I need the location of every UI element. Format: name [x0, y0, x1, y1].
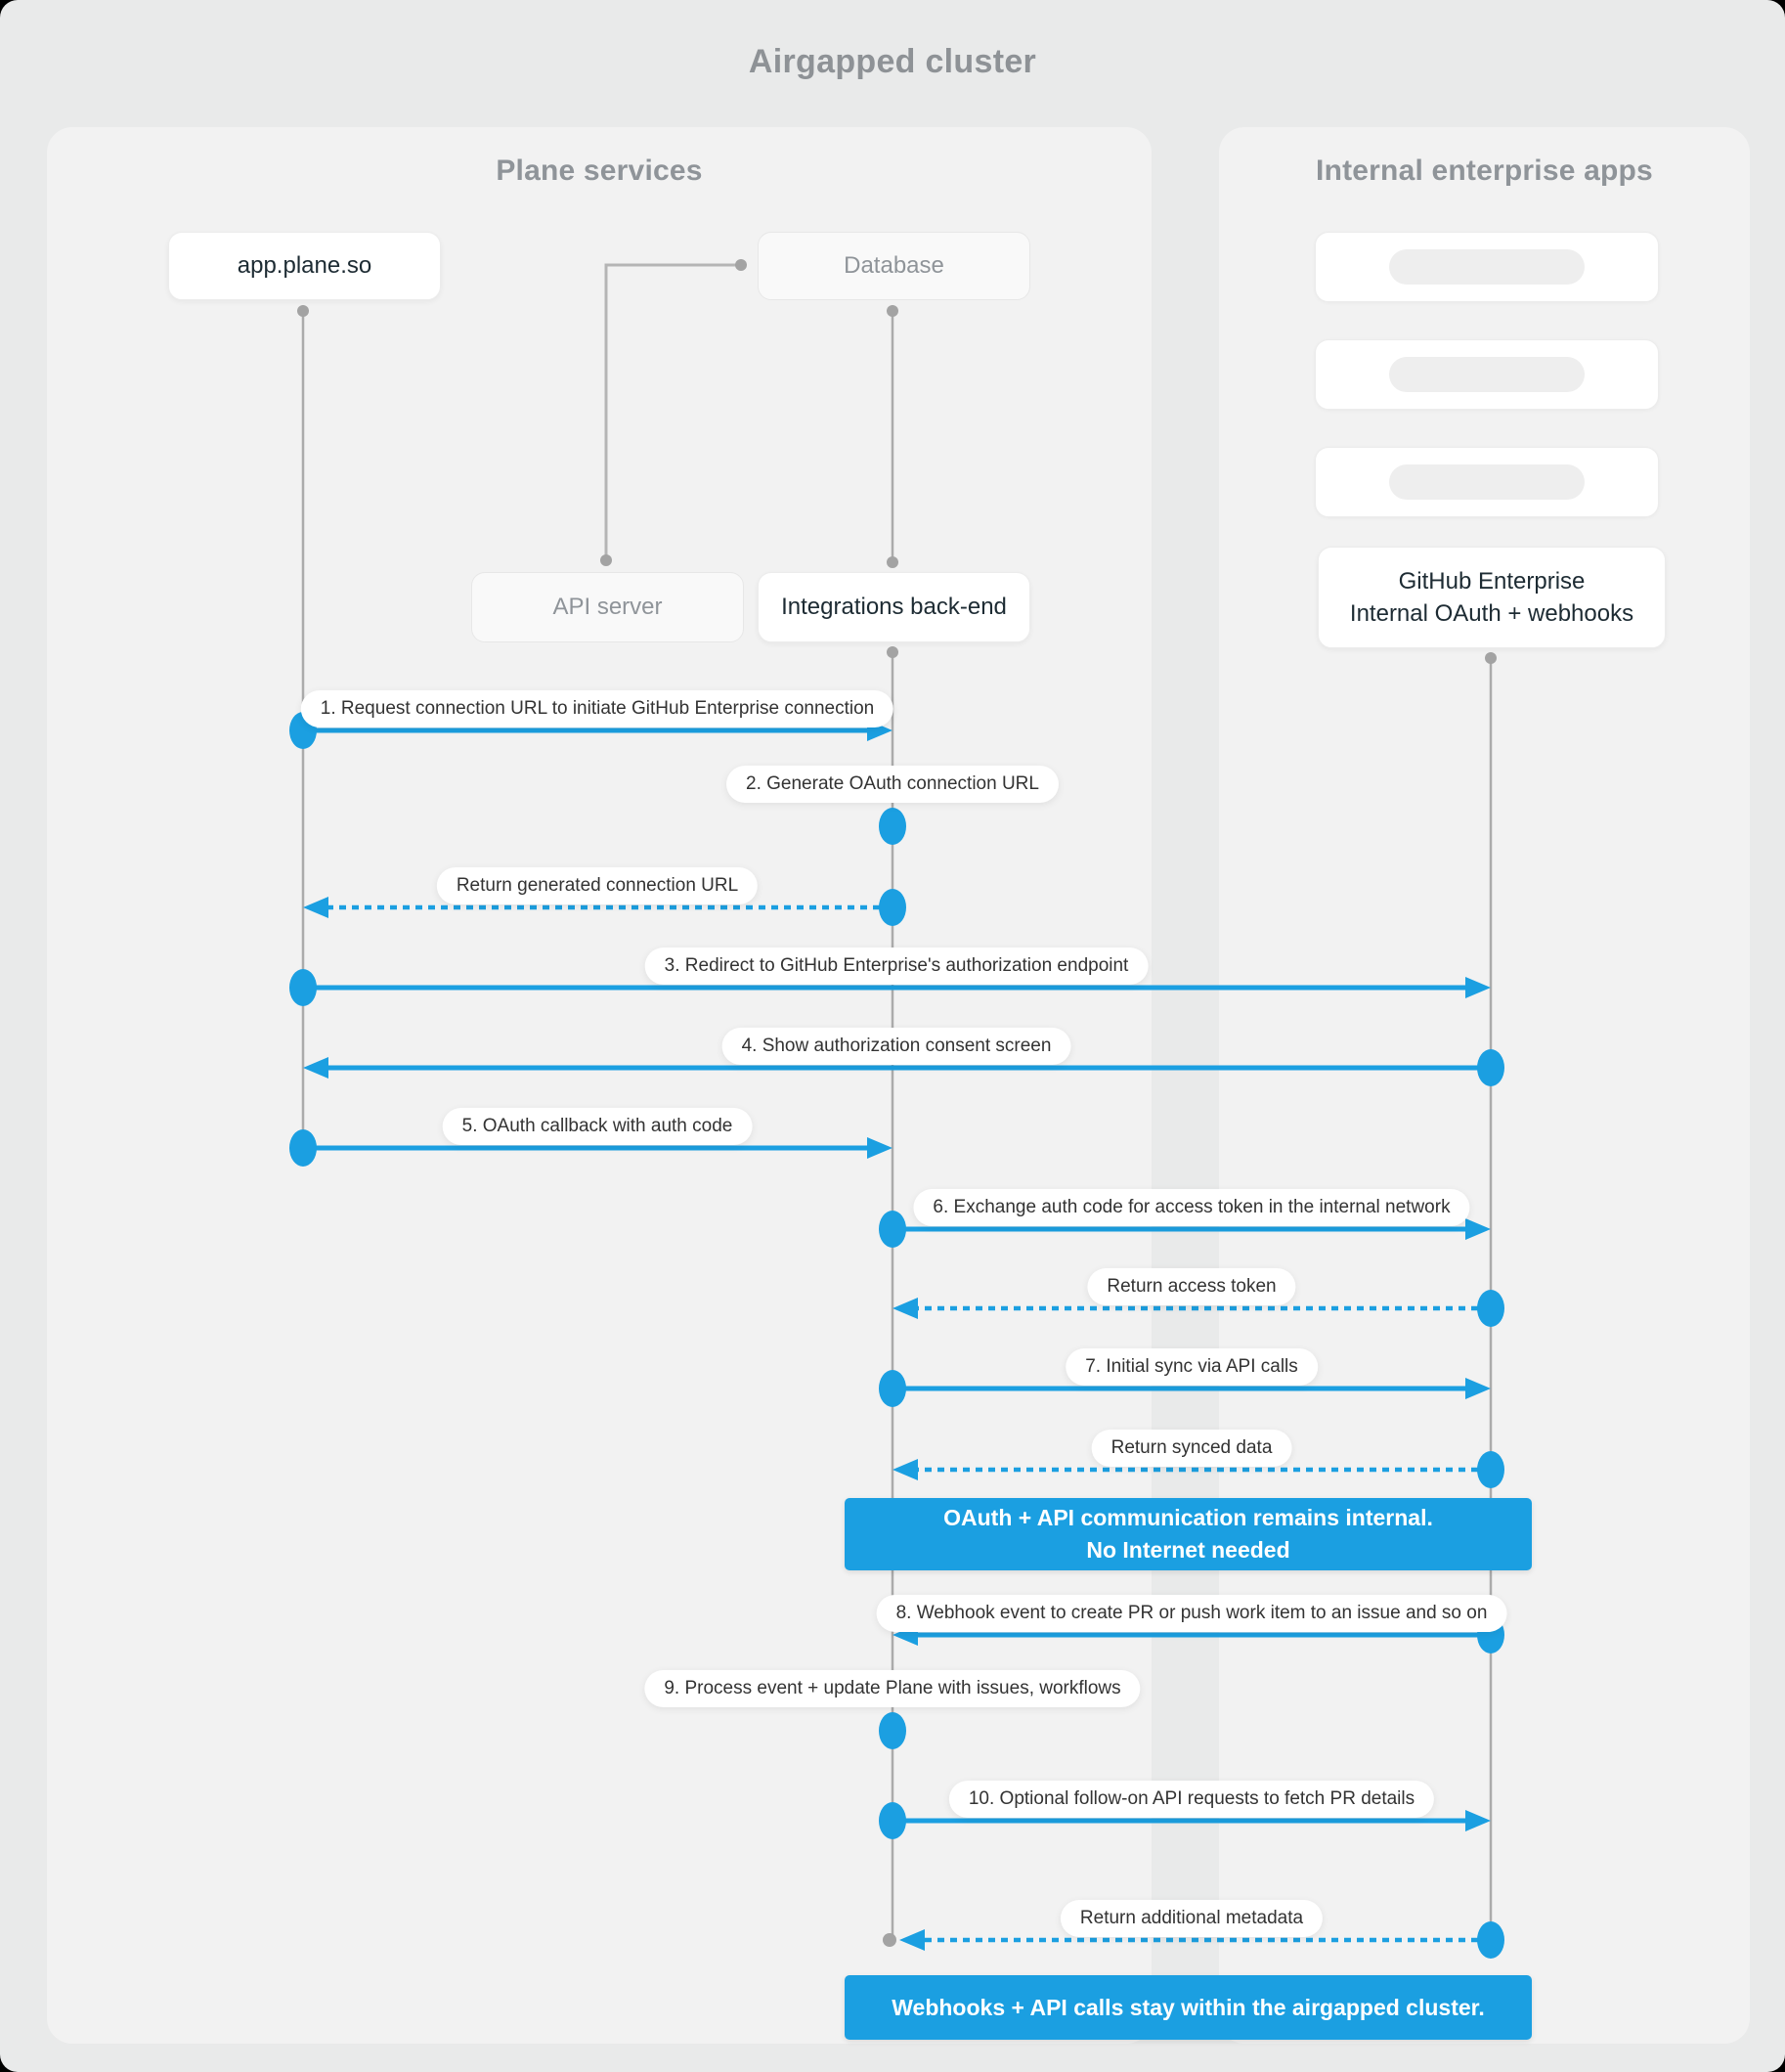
dot-app-lifeline-top: [297, 305, 309, 317]
arrow-return-generated-url: [303, 889, 906, 926]
app-placeholder-3-pill: [1389, 464, 1585, 500]
dot-api-server-top: [600, 554, 612, 566]
arrow-msg-4: [303, 1049, 1504, 1086]
panel-internal-enterprise-apps: Internal enterprise apps: [1219, 127, 1750, 2044]
label-return-synced-data: Return synced data: [1091, 1430, 1292, 1467]
app-placeholder-2: [1315, 339, 1659, 410]
dot-integrations-lifeline-above: [887, 556, 898, 568]
label-return-additional-metadata: Return additional metadata: [1060, 1900, 1324, 1937]
label-msg-8: 8. Webhook event to create PR or push wo…: [876, 1595, 1507, 1632]
label-msg-5: 5. OAuth callback with auth code: [442, 1108, 753, 1145]
actor-github-enterprise: GitHub Enterprise Internal OAuth + webho…: [1318, 547, 1666, 648]
actor-api-server: API server: [471, 572, 744, 642]
arrow-return-synced-data: [892, 1451, 1504, 1488]
banner-internal-communication: OAuth + API communication remains intern…: [845, 1498, 1532, 1570]
arrow-msg-6: [879, 1211, 1491, 1248]
app-placeholder-3: [1315, 447, 1659, 517]
app-placeholder-1: [1315, 232, 1659, 302]
arrow-msg-10: [879, 1802, 1491, 1839]
actor-api-server-label: API server: [552, 594, 663, 620]
actor-integrations-backend: Integrations back-end: [758, 572, 1030, 642]
actor-database: Database: [758, 232, 1030, 300]
actor-github-label-line2: Internal OAuth + webhooks: [1349, 600, 1634, 627]
label-return-access-token: Return access token: [1087, 1268, 1296, 1305]
label-msg-6: 6. Exchange auth code for access token i…: [913, 1189, 1470, 1226]
label-msg-4: 4. Show authorization consent screen: [721, 1028, 1071, 1065]
dot-github-lifeline-top: [1485, 652, 1497, 664]
connector-database-to-api-server: [604, 263, 741, 560]
arrow-msg-3: [289, 969, 1491, 1006]
panel-plane-services: Plane services: [47, 127, 1152, 2044]
arrow-return-access-token: [892, 1290, 1504, 1327]
panel-internal-apps-header: Internal enterprise apps: [1316, 154, 1653, 187]
actor-app-plane-so: app.plane.so: [168, 232, 441, 300]
event-msg-2: [879, 808, 906, 845]
app-placeholder-2-pill: [1389, 357, 1585, 392]
banner-internal-communication-line1: OAuth + API communication remains intern…: [943, 1505, 1433, 1530]
dot-database-left: [735, 259, 747, 271]
label-msg-3: 3. Redirect to GitHub Enterprise's autho…: [644, 948, 1149, 985]
dot-database-lifeline-top: [887, 305, 898, 317]
label-msg-7: 7. Initial sync via API calls: [1066, 1348, 1318, 1386]
page-title: Airgapped cluster: [748, 43, 1037, 80]
event-msg-9: [879, 1712, 906, 1749]
banner-airgapped-cluster-line1: Webhooks + API calls stay within the air…: [892, 1994, 1485, 2020]
banner-internal-communication-line2: No Internet needed: [1086, 1537, 1290, 1563]
app-placeholder-1-pill: [1389, 249, 1585, 285]
label-msg-2: 2. Generate OAuth connection URL: [726, 766, 1059, 803]
label-msg-1: 1. Request connection URL to initiate Gi…: [300, 690, 894, 727]
dot-integrations-lifeline-top: [887, 646, 898, 658]
actor-app-plane-so-label: app.plane.so: [237, 252, 372, 279]
arrow-msg-7: [879, 1370, 1491, 1407]
dot-integrations-lifeline-end: [883, 1933, 896, 1947]
label-msg-10: 10. Optional follow-on API requests to f…: [948, 1781, 1435, 1818]
actor-github-label-line1: GitHub Enterprise: [1398, 568, 1586, 595]
actor-integrations-backend-label: Integrations back-end: [781, 594, 1007, 620]
banner-airgapped-cluster: Webhooks + API calls stay within the air…: [845, 1975, 1532, 2040]
arrow-return-additional-metadata: [899, 1921, 1504, 1959]
label-return-generated-url: Return generated connection URL: [436, 867, 759, 904]
messages-group: [289, 712, 1504, 1959]
lifeline-dots-group: [297, 259, 1497, 1947]
panel-plane-services-header: Plane services: [496, 154, 703, 187]
actor-database-label: Database: [844, 252, 944, 279]
arrow-msg-5: [289, 1129, 892, 1167]
label-msg-9: 9. Process event + update Plane with iss…: [644, 1670, 1141, 1707]
